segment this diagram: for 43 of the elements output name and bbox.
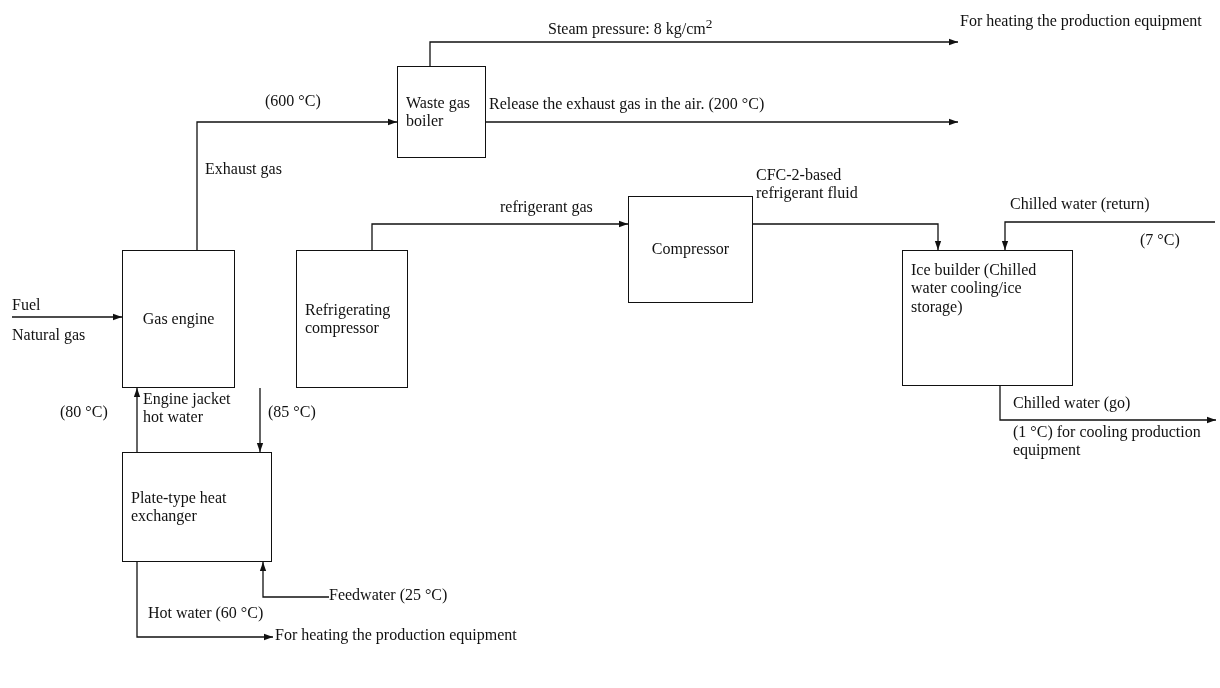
box-label: Plate-type heat exchanger	[131, 488, 228, 526]
flow-arrow	[256, 387, 264, 453]
process-box	[628, 196, 753, 303]
annotation-text: (7 °C)	[1140, 231, 1181, 250]
process-box	[397, 66, 486, 158]
edge-label: CFC-2-based refrigerant fluid	[756, 166, 859, 203]
flow-text: Feedwater (25 °C)	[329, 586, 449, 605]
box-label: Compressor	[651, 240, 730, 259]
edge-label: refrigerant gas	[500, 198, 594, 217]
flow-arrow	[485, 118, 959, 126]
flow-arrow	[371, 220, 629, 251]
flow-arrow	[999, 385, 1217, 424]
process-box	[902, 250, 1073, 386]
process-box	[122, 250, 235, 388]
annotation-text: Engine jacket hot water	[143, 390, 232, 427]
flow-text: (1 °C) for cooling production equipment	[1013, 423, 1202, 460]
annotation-text: (600 °C)	[265, 92, 322, 111]
flow-arrow	[136, 561, 274, 641]
box-label: Refrigerating compressor	[305, 300, 392, 338]
edge-label: (85 °C)	[268, 403, 317, 422]
edge-label: Exhaust gas	[205, 160, 283, 179]
flow-arrow	[196, 118, 398, 251]
edge-label: (80 °C)	[60, 403, 109, 422]
flow-arrow	[11, 313, 123, 321]
flow-arrow	[752, 223, 942, 251]
box-label: Gas engine	[142, 309, 215, 329]
flow-arrow	[429, 38, 959, 67]
process-box	[122, 452, 272, 562]
flow-text: Natural gas	[12, 325, 87, 344]
flow-arrow	[133, 387, 141, 453]
edge-label: Chilled water (go)	[1013, 394, 1132, 413]
flow-arrow	[259, 561, 330, 598]
flow-text: For heating the production equipment	[960, 12, 1203, 31]
edge-label: Steam pressure: 8 kg/cm$^{2}$	[548, 16, 714, 39]
flow-text: For heating the production equipment	[275, 626, 518, 645]
edge-label: Chilled water (return)	[1010, 195, 1151, 214]
process-box	[296, 250, 408, 388]
box-label: Ice builder (Chilled water cooling/ice storage)	[911, 261, 1038, 317]
edge-label: Release the exhaust gas in the air. (200 °C)	[489, 95, 766, 114]
flow-text: Fuel	[12, 296, 42, 315]
box-label: Waste gas boiler	[406, 93, 472, 131]
flow-arrow	[1001, 221, 1216, 251]
edge-label: Hot water (60 °C)	[148, 604, 265, 623]
